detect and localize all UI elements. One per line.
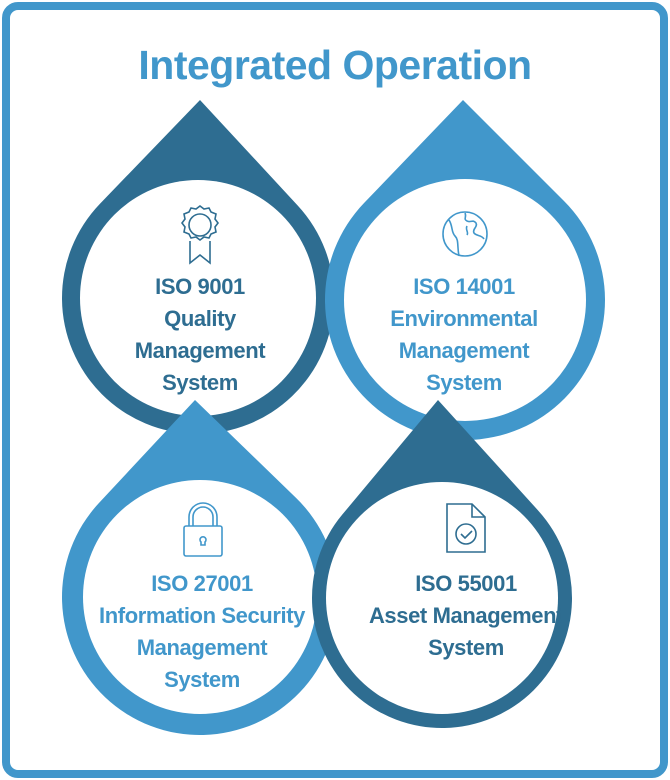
drop-inner-circle — [326, 482, 558, 714]
drop-inner-circle — [80, 180, 316, 416]
label-iso-14001: ISO 14001 Environmental Management Syste… — [334, 271, 594, 399]
standard-code: ISO 55001 — [415, 571, 517, 596]
standard-name-line: System — [428, 635, 504, 660]
standard-name-line: System — [162, 370, 238, 395]
drop-inner-circle — [83, 480, 317, 714]
standard-name-line: Information Security — [99, 603, 305, 628]
drop-iso-27001 — [61, 400, 339, 735]
standard-name-line: Environmental — [390, 306, 538, 331]
drop-inner-circle — [344, 179, 586, 421]
standard-code: ISO 9001 — [155, 274, 245, 299]
document-check-icon — [446, 503, 486, 553]
standard-name-line: System — [164, 667, 240, 692]
standard-name-line: Management — [136, 635, 268, 660]
standard-name-line: Management — [134, 338, 266, 363]
globe-icon — [442, 211, 488, 257]
award-ribbon-icon — [181, 205, 219, 265]
padlock-icon — [183, 502, 223, 557]
standard-name-line: Asset Management — [368, 603, 564, 628]
label-iso-9001: ISO 9001 Quality Management System — [70, 271, 330, 399]
standard-name-line: Management — [398, 338, 530, 363]
page-title: Integrated Operation — [138, 42, 532, 88]
standard-code: ISO 27001 — [151, 571, 253, 596]
label-iso-27001: ISO 27001 Information Security Managemen… — [72, 568, 332, 696]
drop-iso-9001 — [61, 100, 334, 435]
standard-name-line: Quality — [164, 306, 236, 331]
drop-iso-14001 — [325, 100, 605, 440]
drop-iso-55001 — [312, 400, 572, 728]
standard-code: ISO 14001 — [413, 274, 515, 299]
label-iso-55001: ISO 55001 Asset Management System — [336, 568, 596, 664]
standard-name-line: System — [426, 370, 502, 395]
